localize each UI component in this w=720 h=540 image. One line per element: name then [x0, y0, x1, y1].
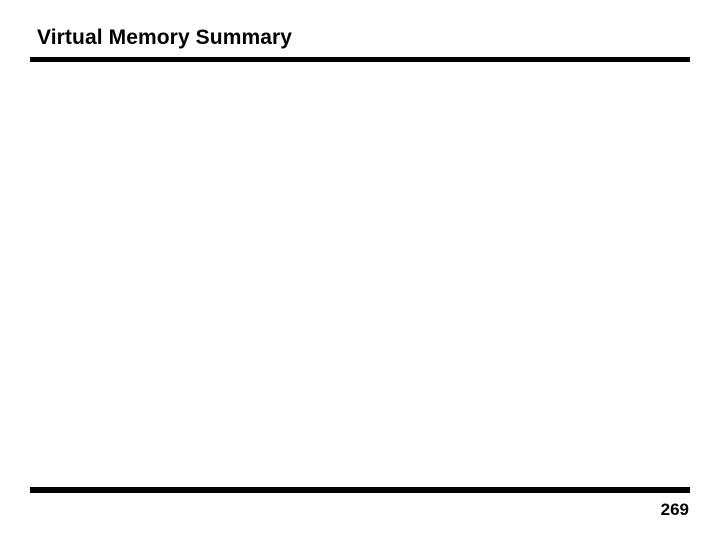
title-divider-rule: [30, 57, 690, 62]
slide-content-area: [30, 70, 690, 482]
page-title: Virtual Memory Summary: [37, 26, 293, 49]
footer-divider-rule: [30, 487, 690, 493]
page-number: 269: [660, 500, 689, 519]
